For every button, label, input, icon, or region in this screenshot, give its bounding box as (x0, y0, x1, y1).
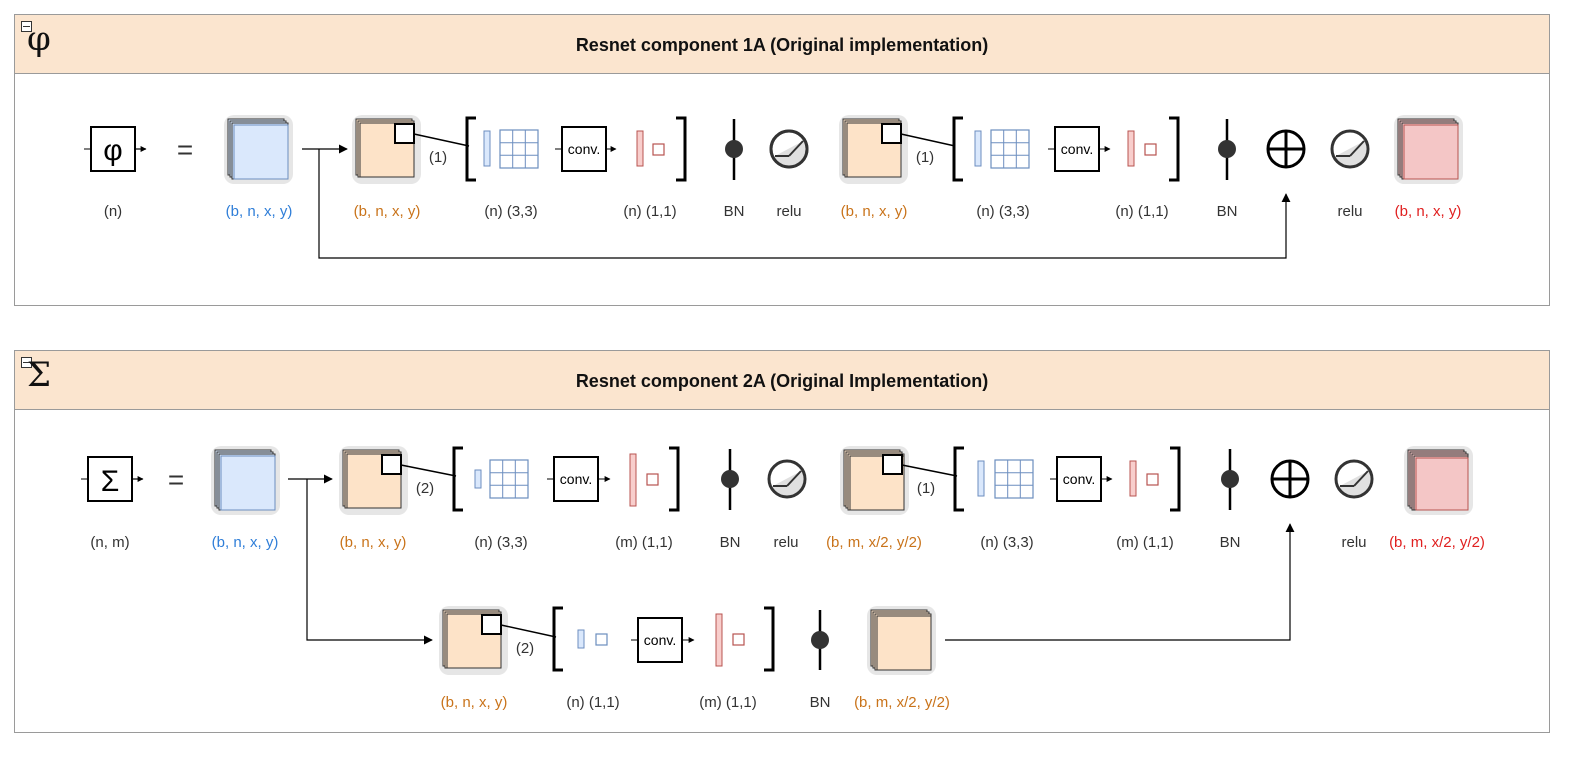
output-shape-label: (b, n, x, y) (1395, 203, 1462, 220)
shortcut-branch-arrow (306, 479, 433, 645)
kernel-grid-icon (489, 459, 529, 499)
conv2-output-label: (m) (1,1) (1116, 534, 1174, 551)
relu2-label: relu (1337, 203, 1362, 220)
conv2-input-label: (b, n, x, y) (841, 203, 908, 220)
panel-header: φ Resnet component 1A (Original implemen… (15, 15, 1549, 74)
input-shape-label: (b, n, x, y) (212, 534, 279, 551)
conv1-input-label: (b, n, x, y) (354, 203, 421, 220)
bn-icon (725, 119, 743, 180)
conv-label: conv. (1061, 141, 1093, 157)
conv1-input-tensor-icon (339, 446, 457, 515)
phi-icon: φ (27, 19, 51, 59)
conv-label: conv. (560, 471, 592, 487)
relu-icon (767, 459, 807, 499)
conv1-kernel-group: conv. (452, 446, 680, 512)
bn2-label: BN (1220, 534, 1241, 551)
shortcut-result-label: (b, m, x/2, y/2) (854, 694, 950, 711)
conv2-kernel-group: conv. (953, 446, 1181, 512)
bn-icon (721, 449, 739, 510)
conv-label: conv. (568, 141, 600, 157)
bn-icon (1221, 449, 1239, 510)
conv1-stride-label: (1) (429, 149, 447, 166)
kernel-grid-icon (499, 129, 539, 169)
conv2-kernel-group: conv. (952, 116, 1180, 182)
shortcut-kernel-label: (n) (1,1) (566, 694, 619, 711)
bn1-label: BN (724, 203, 745, 220)
collapse-button[interactable] (21, 21, 32, 32)
bn2-label: BN (1217, 203, 1238, 220)
panel-title: Resnet component 1A (Original implementa… (575, 35, 989, 55)
panel-header: Σ Resnet component 2A (Original Implemen… (15, 351, 1549, 410)
conv1-kernel-label: (n) (3,3) (474, 534, 527, 551)
conv2-stride-label: (1) (916, 149, 934, 166)
shortcut-output-label: (m) (1,1) (699, 694, 757, 711)
relu2-label: relu (1341, 534, 1366, 551)
kernel-grid-icon (990, 129, 1030, 169)
conv1-kernel-label: (n) (3,3) (484, 203, 537, 220)
block-params-label: (n) (104, 203, 122, 220)
phi-block-icon: φ (84, 126, 147, 172)
input-tensor-icon (224, 115, 293, 184)
input-shape-label: (b, n, x, y) (226, 203, 293, 220)
panel2-diagram: Σ = (2) (81, 446, 1485, 711)
conv2-kernel-label: (n) (3,3) (976, 203, 1029, 220)
conv2-stride-label: (1) (917, 480, 935, 497)
shortcut-merge-arrow (945, 523, 1295, 641)
relu1-label: relu (773, 534, 798, 551)
conv1-stride-label: (2) (416, 480, 434, 497)
equals-sign: = (177, 134, 193, 165)
equals-sign: = (168, 464, 184, 495)
shortcut-input-tensor-icon (439, 606, 557, 675)
conv2-input-label: (b, m, x/2, y/2) (826, 534, 922, 551)
shortcut-input-label: (b, n, x, y) (441, 694, 508, 711)
conv2-input-tensor-icon (839, 115, 956, 184)
skip-connection-arrow (318, 149, 1291, 259)
shortcut-stride-label: (2) (516, 640, 534, 657)
phi-block-glyph: φ (103, 134, 122, 167)
bn-icon (811, 610, 829, 670)
panel1-diagram: φ = (1) (84, 115, 1463, 259)
output-tensor-icon (1404, 446, 1473, 515)
relu-icon (1330, 129, 1370, 169)
conv2-output-label: (n) (1,1) (1115, 203, 1168, 220)
conv1-input-tensor-icon (352, 115, 470, 184)
shortcut-kernel-group: conv. (552, 606, 775, 672)
panel-resnet-2a: Σ Resnet component 2A (Original Implemen… (14, 350, 1550, 733)
bn-icon (1218, 119, 1236, 180)
sigma-block-icon: Σ (81, 456, 144, 502)
bn1-label: BN (720, 534, 741, 551)
conv1-kernel-group: conv. (465, 116, 687, 182)
conv-label: conv. (644, 632, 676, 648)
shortcut-bn-label: BN (810, 694, 831, 711)
conv1-input-label: (b, n, x, y) (340, 534, 407, 551)
relu-icon (1334, 459, 1374, 499)
sigma-icon: Σ (27, 355, 52, 395)
conv2-kernel-label: (n) (3,3) (980, 534, 1033, 551)
add-icon (1266, 129, 1306, 169)
kernel-grid-icon (994, 459, 1034, 499)
sigma-block-glyph: Σ (101, 465, 120, 498)
conv1-output-label: (m) (1,1) (615, 534, 673, 551)
collapse-button[interactable] (21, 357, 32, 368)
panel-title: Resnet component 2A (Original Implementa… (575, 371, 989, 391)
block-params-label: (n, m) (90, 534, 129, 551)
shortcut-result-tensor-icon (867, 606, 936, 675)
output-tensor-icon (1394, 115, 1463, 184)
conv2-input-tensor-icon (840, 446, 958, 515)
relu-icon (769, 129, 809, 169)
relu1-label: relu (776, 203, 801, 220)
conv1-output-label: (n) (1,1) (623, 203, 676, 220)
output-shape-label: (b, m, x/2, y/2) (1389, 534, 1485, 551)
conv-label: conv. (1063, 471, 1095, 487)
input-tensor-icon (211, 446, 280, 515)
add-icon (1270, 459, 1310, 499)
